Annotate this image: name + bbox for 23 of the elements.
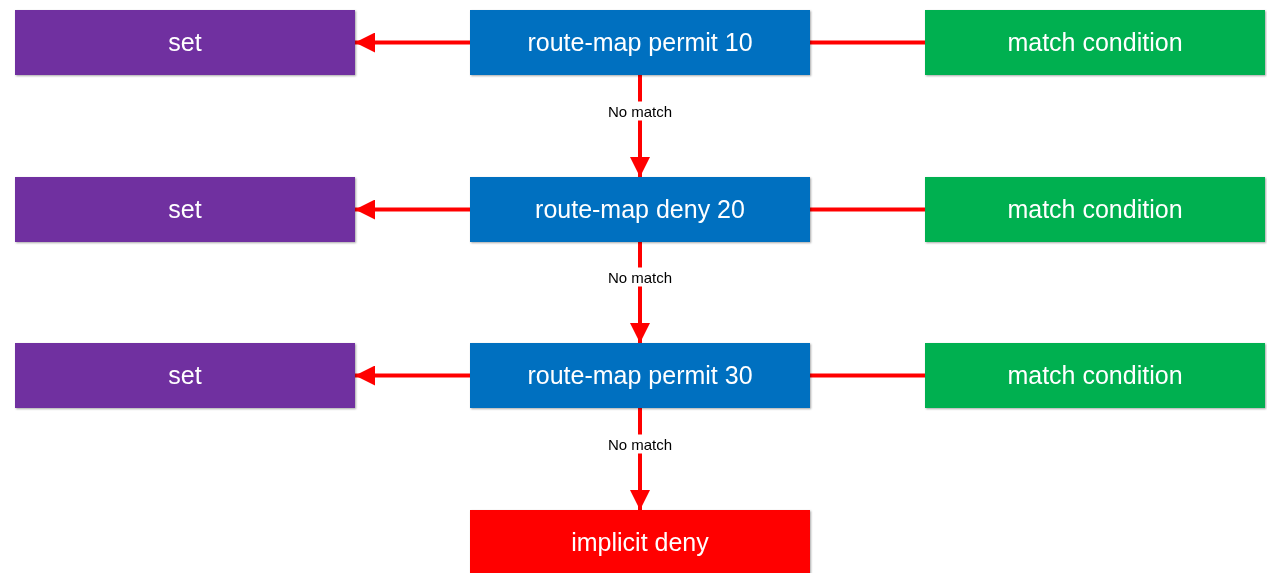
box-label: set	[168, 195, 202, 224]
process-box	[925, 177, 1265, 242]
process-box	[15, 10, 355, 75]
box-label: route-map permit 30	[527, 361, 753, 390]
box-label: set	[168, 28, 202, 57]
process-box	[470, 177, 810, 242]
box-label: implicit deny	[571, 528, 709, 557]
arrow	[355, 365, 470, 386]
arrow	[355, 199, 470, 220]
box-label: match condition	[1007, 28, 1183, 57]
process-box	[15, 343, 355, 408]
box-label: route-map permit 10	[527, 28, 753, 57]
arrow	[355, 32, 470, 53]
process-box	[470, 10, 810, 75]
process-box	[925, 10, 1265, 75]
process-box	[925, 343, 1265, 408]
box-label: route-map deny 20	[535, 195, 745, 224]
process-box	[15, 177, 355, 242]
box-label: match condition	[1007, 195, 1183, 224]
box-label: set	[168, 361, 202, 390]
box-label: match condition	[1007, 361, 1183, 390]
process-box	[470, 510, 810, 573]
process-box	[470, 343, 810, 408]
